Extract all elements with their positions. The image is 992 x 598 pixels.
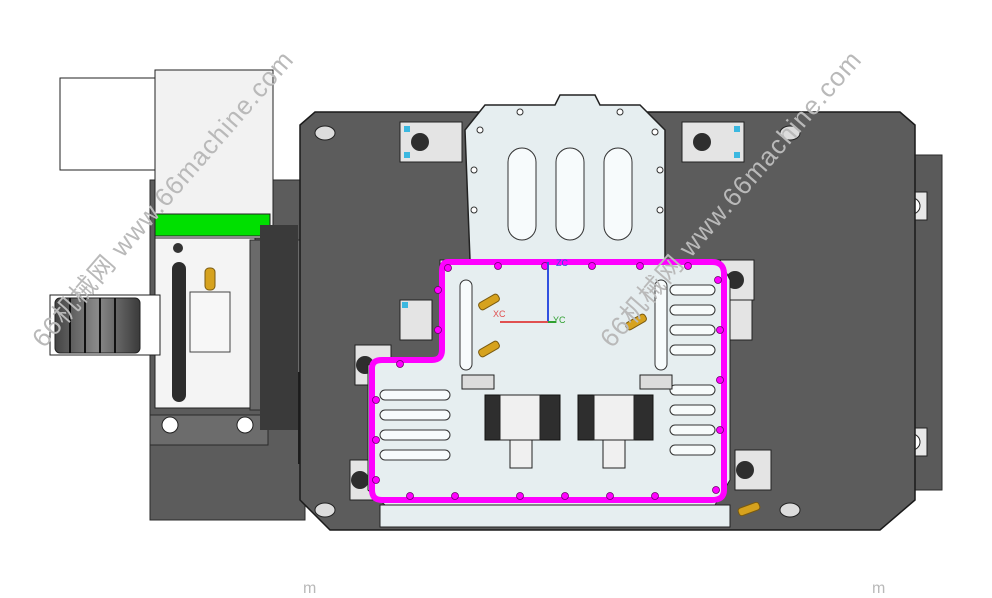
gasket-highlight [369,259,727,503]
upper-oil-pan [464,94,666,261]
watermark-fragment-left: m [303,580,318,597]
x-axis-label: XC [493,309,506,319]
z-axis-label: ZC [556,258,568,268]
locating-pins [478,293,761,517]
coordinate-triad: ZC XC YC [493,258,568,325]
watermark-fragment-right: m [872,580,887,597]
y-axis-label: YC [553,315,566,325]
